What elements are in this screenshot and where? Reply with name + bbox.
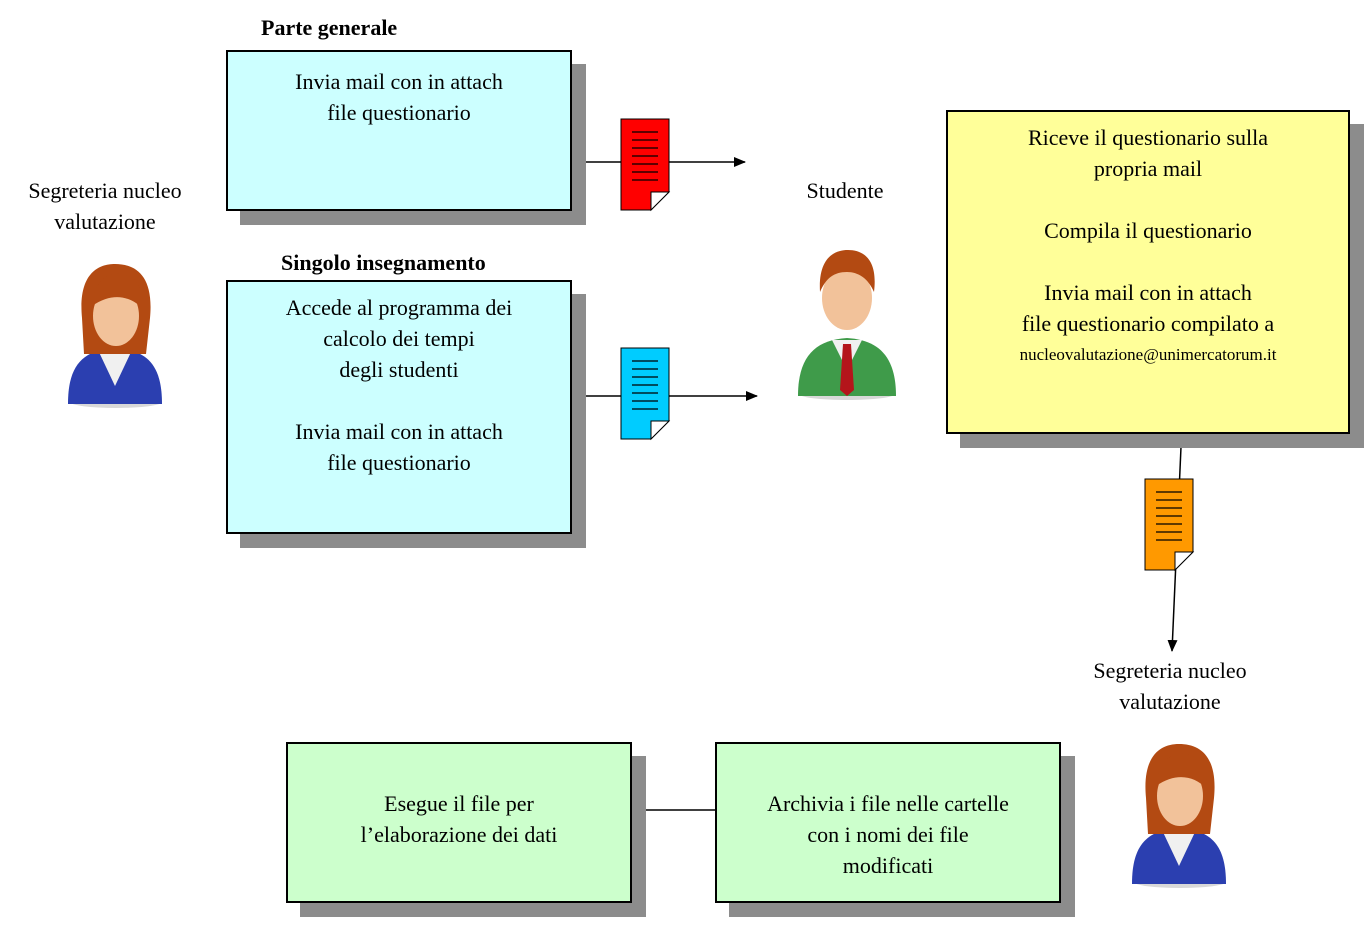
document-icon-red <box>620 118 671 212</box>
student-box-email: nucleovalutazione@unimercatorum.it <box>1019 345 1277 364</box>
general-box-line: Invia mail con in attach <box>295 69 503 94</box>
female-user-icon <box>68 264 162 408</box>
student-process-box: Riceve il questionario sulla propria mai… <box>946 110 1350 434</box>
single-box-line: file questionario <box>327 450 471 475</box>
archive-box-line: Archivia i file nelle cartelle <box>767 791 1009 816</box>
student-box-line: Compila il questionario <box>1044 218 1252 243</box>
single-box-line: calcolo dei tempi <box>323 326 475 351</box>
female-user-icon <box>1132 744 1226 888</box>
student-box-line: Riceve il questionario sulla <box>1027 125 1269 150</box>
general-send-box: Invia mail con in attach file questionar… <box>226 50 572 211</box>
secretariat-bottom-label-line2: valutazione <box>1119 689 1221 714</box>
single-box-line: degli studenti <box>339 357 459 382</box>
student-box-line: propria mail <box>1093 156 1203 181</box>
archive-box: Archivia i file nelle cartelle con i nom… <box>715 742 1061 903</box>
single-send-box: Accede al programma dei calcolo dei temp… <box>226 280 572 534</box>
single-section-heading: Singolo insegnamento <box>281 250 486 275</box>
student-label: Studente <box>806 178 884 203</box>
single-box-line: Accede al programma dei <box>285 295 513 320</box>
document-icon-orange <box>1144 478 1195 572</box>
document-icon-blue <box>620 347 671 441</box>
execute-box-line: Esegue il file per <box>384 791 534 816</box>
secretariat-top-label: Segreteria nucleo valutazione <box>0 175 210 237</box>
student-box-line: Invia mail con in attach <box>1044 280 1252 305</box>
male-user-icon <box>798 250 896 400</box>
general-section-heading: Parte generale <box>261 15 398 40</box>
execute-box: Esegue il file per l’elaborazione dei da… <box>286 742 632 903</box>
archive-box-line: con i nomi dei file <box>807 822 969 847</box>
secretariat-top-label-line1: Segreteria nucleo <box>28 178 182 203</box>
single-box-line: Invia mail con in attach <box>295 419 503 444</box>
general-box-line: file questionario <box>327 100 471 125</box>
student-box-line: file questionario compilato a <box>1021 311 1275 336</box>
secretariat-top-label-line2: valutazione <box>54 209 156 234</box>
archive-box-line: modificati <box>842 853 934 878</box>
execute-box-line: l’elaborazione dei dati <box>360 822 558 847</box>
secretariat-bottom-label-line1: Segreteria nucleo <box>1093 658 1247 683</box>
secretariat-bottom-label: Segreteria nucleo valutazione <box>1065 655 1275 717</box>
